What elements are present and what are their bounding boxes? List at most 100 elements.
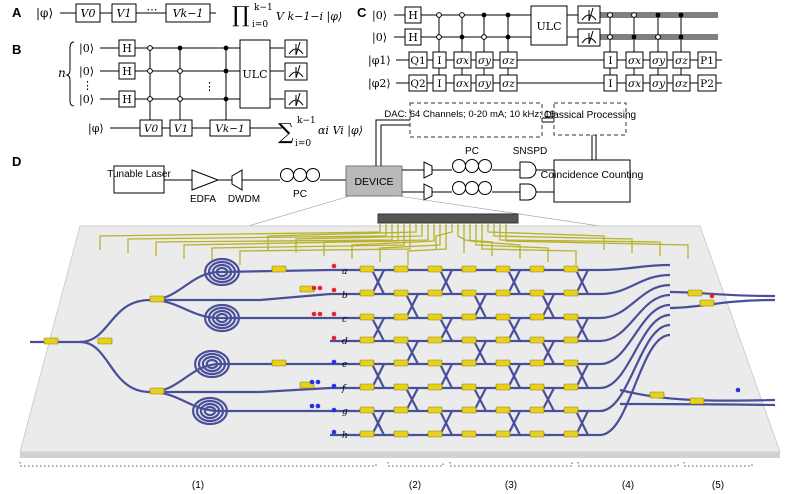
svg-text:Q1: Q1 — [410, 55, 425, 67]
panel-d-setup: D Tunable Laser EDFA DWDM PC DEVICE DAC:… — [12, 102, 644, 233]
electrode-trace — [475, 223, 549, 262]
svg-text:P2: P2 — [700, 78, 714, 90]
svg-text:σy: σy — [652, 78, 666, 90]
coincidence-label: Coincidence Counting — [541, 169, 644, 181]
section-label-4: (4) — [622, 480, 634, 491]
section-brackets: (1) (2) (3) (4) (5) — [19, 462, 753, 491]
panel-a-gate-v0 — [75, 3, 101, 23]
panel-c-ulc-gate — [530, 5, 568, 46]
svg-text:I: I — [608, 78, 612, 90]
phase-shifter — [461, 359, 477, 367]
routing-waveguide — [599, 323, 671, 413]
phase-shifter — [393, 430, 409, 438]
phase-shifter — [359, 289, 375, 297]
phase-shifter — [393, 265, 409, 273]
section-label-5: (5) — [712, 480, 724, 491]
phase-shifter — [495, 359, 511, 367]
panel-b-meters — [284, 39, 308, 109]
phase-shifter — [563, 336, 579, 344]
svg-text:σz: σz — [675, 78, 688, 90]
mode-label-h: h — [342, 431, 348, 441]
mode-label-d: d — [342, 337, 348, 347]
electrode-trace — [323, 223, 429, 256]
dac-box — [409, 102, 543, 138]
panel-c-pauli-right: I σx σy σz I σx σy σz — [603, 51, 691, 92]
delay-spiral — [192, 396, 229, 426]
phase-shifter — [427, 313, 443, 321]
panel-a-product-sup: k−1 — [254, 3, 273, 13]
svg-text:σz: σz — [675, 55, 688, 67]
panel-b-controls: ⋮ — [147, 45, 229, 128]
phase-shifter — [529, 289, 545, 297]
phase-shifter — [461, 383, 477, 391]
photon-red — [317, 311, 323, 317]
phase-shifter — [359, 406, 375, 414]
phase-shifter — [563, 265, 579, 273]
routing-waveguide — [599, 313, 671, 390]
routing-waveguide — [599, 263, 671, 272]
delay-spiral — [215, 266, 229, 278]
photon-red — [331, 287, 337, 293]
phase-shifter — [149, 387, 165, 395]
panel-c: C |0⟩ |0⟩ |φ1⟩ |φ2⟩ H H Q1 Q2 I σx — [357, 5, 722, 92]
panel-a-ellipsis: ⋯ — [147, 3, 158, 16]
panel-c-meters — [577, 5, 601, 47]
phase-shifter — [529, 336, 545, 344]
svg-text:Vk−1: Vk−1 — [215, 123, 244, 135]
electrode-trace — [99, 223, 381, 250]
edfa-label: EDFA — [190, 194, 216, 205]
photonic-chip: a b c d e f g h — [19, 213, 781, 458]
mode-label-f: f — [341, 384, 347, 394]
svg-text:I: I — [437, 78, 441, 90]
panel-a-input: |φ⟩ — [36, 6, 53, 20]
thermo-optic-phase-shifters — [43, 265, 715, 438]
mode-label-e: e — [342, 360, 347, 370]
svg-text:σx: σx — [456, 55, 469, 67]
device-label: DEVICE — [354, 176, 393, 188]
delay-spiral — [194, 349, 231, 379]
phase-shifter — [271, 359, 287, 367]
panel-b-h-gate-1 — [118, 62, 136, 80]
panel-a-gate-v0-label: V0 — [81, 7, 96, 20]
pc-label: PC — [293, 189, 307, 200]
routing-waveguide — [599, 293, 671, 343]
dwdm-label: DWDM — [228, 194, 260, 205]
delay-spiral — [197, 352, 227, 376]
svg-text:H: H — [408, 31, 418, 44]
svg-text:P1: P1 — [700, 55, 714, 67]
mode-labels: a b c d e f g h — [341, 267, 348, 441]
svg-text:H: H — [122, 65, 132, 78]
panel-a-gate-vk-label: Vk−1 — [173, 7, 204, 20]
delay-spiral — [203, 405, 217, 417]
phase-shifter — [427, 359, 443, 367]
electrode-trace — [267, 223, 417, 250]
chip-connector — [377, 213, 519, 224]
phase-shifter — [359, 383, 375, 391]
svg-text:I: I — [437, 55, 441, 67]
phase-shifter — [563, 359, 579, 367]
panel-c-pauli-left: I σx σy σz I σx σy σz — [432, 51, 518, 92]
panel-c-p1-gate — [697, 51, 717, 69]
phase-shifter — [495, 406, 511, 414]
device-box — [345, 165, 403, 197]
electrode-trace — [127, 223, 387, 253]
photon-blue — [735, 387, 741, 393]
phase-shifter — [359, 313, 375, 321]
electrode-trace — [481, 223, 577, 265]
svg-text:σy: σy — [478, 78, 492, 90]
panel-a-product-symbol: ∏ — [232, 3, 250, 28]
pc-coils — [280, 168, 320, 182]
panel-c-input-2: |φ1⟩ — [368, 54, 391, 68]
svg-text:σx: σx — [628, 78, 641, 90]
phase-shifter — [271, 265, 287, 273]
photon-blue — [315, 403, 321, 409]
routing-waveguide — [599, 273, 671, 296]
output-waveguide — [669, 290, 776, 298]
phase-shifter — [359, 265, 375, 273]
mode-label-g: g — [342, 407, 348, 417]
svg-text:σz: σz — [502, 55, 515, 67]
panel-a-gate-v1-label: V1 — [117, 7, 132, 20]
panel-a-gate-vk — [165, 3, 211, 23]
electrode-trace — [457, 223, 465, 253]
electrode-trace — [379, 223, 441, 262]
